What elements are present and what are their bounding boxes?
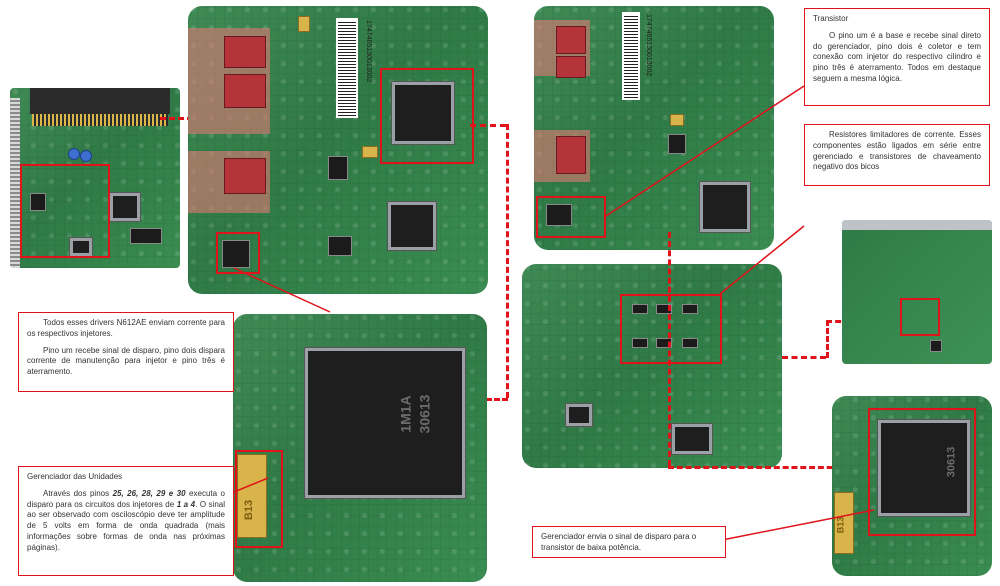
drivers-text-2: Pino um recebe sinal de disparo, pino do… xyxy=(27,345,225,377)
connector-line xyxy=(160,117,202,120)
resistor-zoom-photo xyxy=(522,264,782,468)
transistor-text: O pino um é a base e recebe sinal direto… xyxy=(813,30,981,83)
drivers-text-1: Todos esses drivers N612AE enviam corren… xyxy=(27,318,225,338)
ecu-board-overview xyxy=(10,88,180,268)
callout-drivers: Todos esses drivers N612AE enviam corren… xyxy=(18,312,234,392)
gerenciador-text-b: executa o disparo para os circuitos dos … xyxy=(27,488,225,509)
barcode-sticker xyxy=(336,18,358,118)
callout-envia: Gerenciador envia o sinal de disparo par… xyxy=(532,526,726,558)
mcu-right-highlight xyxy=(868,408,976,536)
gerenciador-text-c: . O sinal ao ser observado com osciloscó… xyxy=(27,499,226,552)
gerenciador-injectors: 1 a 4 xyxy=(176,499,196,509)
mcu-right-photo: 30613 B13 xyxy=(832,396,992,576)
connector-line-7 xyxy=(782,356,826,359)
gerenciador-text: Através dos pinos 25, 26, 28, 29 e 30 ex… xyxy=(27,489,225,554)
board-right-highlight xyxy=(900,298,940,336)
callout-resistores: Resistores limitadores de corrente. Esse… xyxy=(804,124,990,186)
resistor-highlight xyxy=(620,294,722,364)
connector-line-4 xyxy=(486,398,508,401)
connector-line-3 xyxy=(506,124,509,398)
pins-highlight xyxy=(235,450,283,548)
connector-line-2 xyxy=(470,124,506,127)
envia-text: Gerenciador envia o sinal de disparo par… xyxy=(541,532,697,552)
transistor-title: Transistor xyxy=(813,14,849,23)
callout-gerenciador: Gerenciador das Unidades Através dos pin… xyxy=(18,466,234,576)
driver-board-photo: 1747465130013002 xyxy=(188,6,488,294)
connector-line-6 xyxy=(668,466,868,469)
connector-line-5 xyxy=(668,232,671,466)
connector-line-8 xyxy=(826,320,829,358)
driver-highlight xyxy=(216,232,260,274)
mcu-zoom-photo: 30613 1M1A B13 xyxy=(233,314,487,582)
transistor-highlight xyxy=(536,196,606,238)
ecu-board-right xyxy=(842,220,992,364)
gerenciador-pins: 25, 26, 28, 29 e 30 xyxy=(112,488,186,498)
mcu-highlight xyxy=(380,68,474,164)
callout-transistor: Transistor O pino um é a base e recebe s… xyxy=(804,8,990,106)
resistores-text: Resistores limitadores de corrente. Esse… xyxy=(813,130,981,172)
gerenciador-text-a: Através dos pinos xyxy=(43,488,113,498)
gerenciador-title: Gerenciador das Unidades xyxy=(27,472,123,481)
transistor-board-photo: 1747465130013002 xyxy=(534,6,774,250)
ecu-board-highlight xyxy=(20,164,110,258)
